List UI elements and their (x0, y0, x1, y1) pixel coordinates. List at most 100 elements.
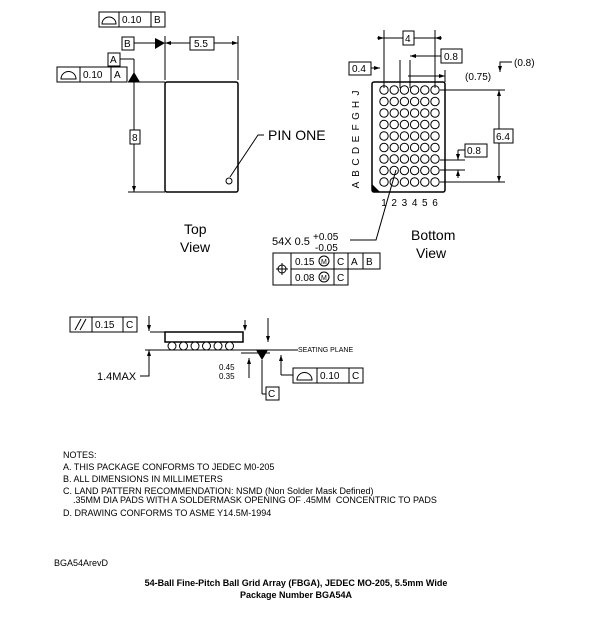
row-letter-H: H (351, 101, 362, 108)
solder-ball-A5 (420, 177, 430, 187)
solder-ball-E2 (389, 131, 399, 141)
side-solder-ball (213, 341, 223, 351)
ball-count-label: 54X 0.5 (272, 236, 310, 248)
top-view: 0.10 B B 5.5 A (56, 11, 326, 255)
ball-tol-plus: +0.05 (313, 232, 339, 243)
pitch-dim-value: 4 (405, 34, 411, 45)
datum-c-triangle-icon (256, 350, 268, 360)
solder-ball-C1 (379, 154, 389, 164)
side-solder-ball (179, 341, 188, 351)
fcf-row1-datum-2: A (351, 257, 358, 268)
side-flatness-datum: C (352, 371, 359, 382)
height-dimension: 8 (128, 81, 165, 193)
datum-a-label: A (110, 55, 117, 66)
solder-ball-J4 (409, 85, 420, 95)
note-c-continued: .35MM DIA PADS WITH A SOLDERMASK OPENING… (63, 495, 437, 505)
solder-ball-B6 (430, 165, 440, 176)
row-letter-E: E (351, 135, 362, 142)
top-flatness-frame-a: 0.10 A (56, 66, 128, 83)
solder-ball-H6 (430, 96, 440, 107)
row-letter-C: C (351, 158, 362, 165)
datum-a-marker: A (107, 52, 140, 82)
side-balls (167, 341, 234, 351)
solder-ball-J3 (399, 85, 410, 95)
position-symbol-icon (276, 263, 288, 275)
row-letter-F: F (351, 124, 362, 130)
datum-a-triangle-icon (128, 72, 140, 82)
datum-c-label: C (268, 389, 275, 400)
datum-b-triangle-icon (155, 38, 165, 49)
solder-ball-D4 (409, 142, 420, 153)
solder-ball-G4 (409, 108, 420, 118)
side-package-body (164, 331, 244, 343)
solder-ball-D2 (389, 142, 399, 153)
max-height-label: 1.4MAX (97, 371, 137, 383)
fcf-row2-mod: M (321, 275, 327, 282)
pin-one-marker (225, 177, 233, 185)
note-d: D. DRAWING CONFORMS TO ASME Y14.5M-1994 (63, 508, 271, 518)
parallelism-symbol-icon (74, 318, 87, 331)
flatness-symbol-icon (101, 16, 117, 25)
bottom-package-body (371, 81, 446, 193)
flatness-datum: B (154, 15, 161, 26)
solder-ball-H4 (409, 96, 420, 107)
solder-ball-B5 (420, 165, 430, 176)
dim-075-value: (0.75) (465, 72, 491, 83)
drawing-id: BGA54ArevD (54, 558, 109, 568)
mmc-icon (318, 255, 330, 267)
solder-ball-F5 (420, 119, 430, 130)
solder-ball-C4 (409, 154, 420, 164)
datum-b-label: B (124, 39, 131, 50)
solder-ball-A4 (409, 177, 420, 187)
notes-block: NOTES: A. THIS PACKAGE CONFORMS TO JEDEC… (63, 450, 437, 518)
parallelism-value: 0.15 (95, 320, 115, 331)
width-dimension: 5.5 (164, 36, 239, 80)
column-number-1: 1 (381, 198, 387, 209)
column-number-6: 6 (432, 198, 438, 209)
side-solder-ball (167, 341, 177, 351)
top-package-body (164, 81, 239, 193)
solder-ball-C3 (399, 154, 410, 164)
position-tolerance-frame: 0.15 M C A B 0.08 M C (272, 252, 381, 286)
solder-ball-C6 (430, 154, 440, 164)
side-flatness-value: 0.10 (320, 371, 340, 382)
corner-a1-marker-icon (372, 184, 380, 192)
bottom-pitch-side-dimension: 0.8 (440, 143, 488, 178)
flatness-a-datum: A (114, 70, 121, 81)
dim-04-value: 0.4 (352, 64, 366, 75)
note-a: A. THIS PACKAGE CONFORMS TO JEDEC M0-205 (63, 462, 274, 472)
side-flatness-symbol-icon (296, 372, 313, 381)
solder-ball-J5 (420, 85, 430, 95)
fcf-row2-datum: C (337, 273, 344, 284)
dim-08-side-value: 0.8 (467, 146, 481, 157)
solder-ball-D3 (399, 142, 410, 153)
solder-ball-E3 (399, 131, 410, 141)
drawing-title-line-1: 54-Ball Fine-Pitch Ball Grid Array (FBGA… (145, 578, 448, 588)
notes-heading: NOTES: (63, 450, 97, 460)
fcf-row1-mod: M (321, 259, 327, 266)
solder-ball-F4 (409, 119, 420, 130)
pin-one-label: PIN ONE (268, 127, 326, 143)
side-solder-ball (190, 341, 200, 351)
solder-ball-G2 (389, 108, 399, 118)
dim-64-value: 6.4 (496, 132, 510, 143)
solder-ball-D6 (430, 142, 440, 153)
top-view-caption-2: View (180, 239, 211, 255)
bottom-view-caption-2: View (416, 245, 447, 261)
row-letter-D: D (351, 147, 362, 154)
fcf-row1-value: 0.15 (295, 257, 315, 268)
bottom-edge-dimensions: (0.75) (0.8) (408, 58, 535, 83)
solder-ball-H1 (379, 96, 389, 107)
solder-ball-H5 (420, 96, 430, 107)
solder-ball-F1 (379, 119, 389, 130)
mmc-icon-2 (318, 271, 330, 283)
solder-ball-B2 (389, 165, 399, 176)
solder-ball-F6 (430, 119, 440, 130)
fcf-row1-datum-1: C (337, 257, 344, 268)
dim-08-paren-value: (0.8) (514, 58, 535, 69)
solder-ball-B1 (379, 165, 389, 176)
dim-08-top-value: 0.8 (444, 52, 458, 63)
